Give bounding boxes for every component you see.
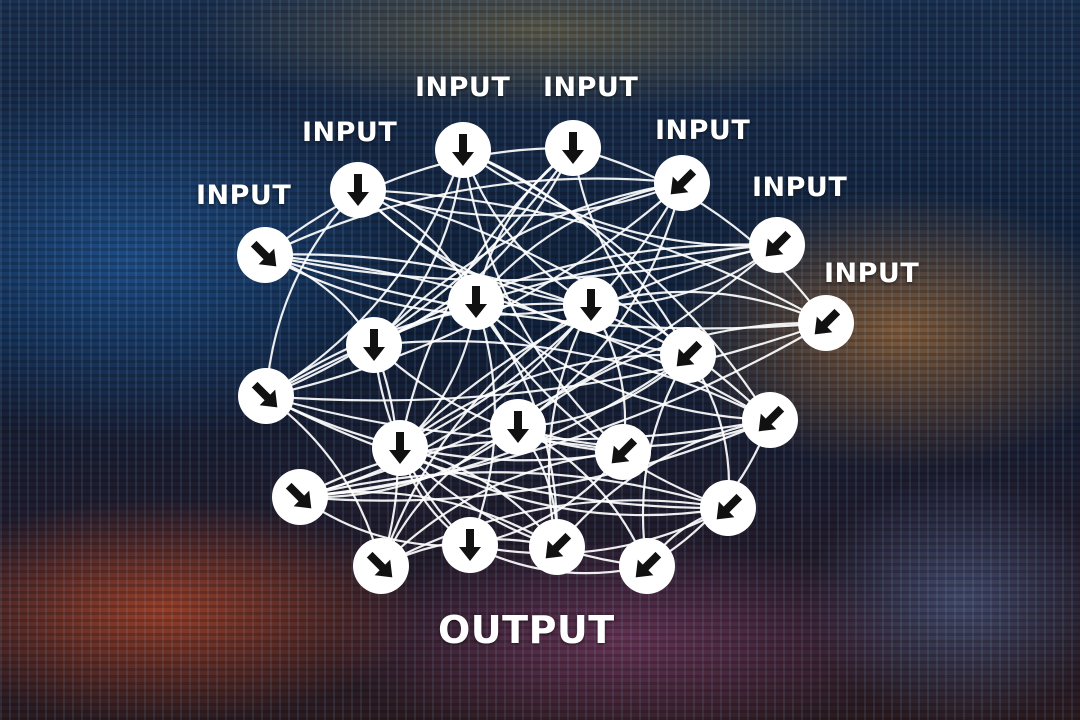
network-connection	[469, 507, 729, 555]
network-connection	[373, 243, 778, 346]
network-connection	[380, 499, 729, 567]
arrow-down-icon	[465, 286, 487, 318]
network-connection	[264, 177, 683, 256]
network-node	[237, 227, 293, 283]
network-connection	[264, 254, 592, 316]
arrow-down-icon	[459, 529, 481, 561]
arrow-down-icon	[250, 240, 277, 267]
network-connection	[399, 447, 729, 517]
network-node	[595, 424, 651, 480]
network-connection	[556, 418, 771, 548]
network-nodes	[237, 120, 854, 594]
network-node	[563, 277, 619, 333]
input-label: INPUT	[415, 72, 511, 103]
input-label: INPUT	[824, 258, 920, 289]
arrow-down-icon	[507, 411, 529, 443]
network-node	[272, 469, 328, 525]
network-connection	[373, 181, 683, 346]
arrow-down-icon	[716, 493, 743, 520]
arrow-down-icon	[251, 381, 278, 408]
arrow-down-icon	[611, 437, 638, 464]
network-node	[330, 162, 386, 218]
network-node	[660, 327, 716, 383]
network-node	[346, 317, 402, 373]
network-node	[545, 120, 601, 176]
output-label: OUTPUT	[438, 608, 615, 652]
arrow-down-icon	[635, 551, 662, 578]
arrow-down-icon	[366, 551, 393, 578]
network-connection	[357, 188, 827, 324]
network-connection	[299, 426, 519, 499]
input-label: INPUT	[752, 172, 848, 203]
network-node	[490, 399, 546, 455]
arrow-down-icon	[765, 230, 792, 257]
network-connection	[462, 149, 778, 247]
network-connection	[475, 301, 729, 510]
network-connection	[461, 149, 624, 453]
arrow-down-icon	[580, 289, 602, 321]
network-connection	[399, 182, 683, 449]
network-connection	[265, 395, 729, 510]
network-node	[798, 295, 854, 351]
network-connection	[265, 302, 592, 397]
arrow-down-icon	[545, 532, 572, 559]
network-node	[372, 420, 428, 476]
network-connection	[357, 189, 592, 307]
arrow-down-icon	[676, 340, 703, 367]
input-label: INPUT	[543, 72, 639, 103]
network-node	[654, 155, 710, 211]
network-connection	[357, 188, 771, 421]
arrow-down-icon	[347, 174, 369, 206]
arrow-down-icon	[814, 308, 841, 335]
network-connection	[265, 321, 827, 402]
network-node	[448, 274, 504, 330]
network-node	[442, 517, 498, 573]
network-connection	[264, 189, 359, 397]
arrow-down-icon	[670, 168, 697, 195]
network-connection	[475, 301, 771, 422]
network-connection	[264, 146, 574, 256]
arrow-down-icon	[452, 134, 474, 166]
arrow-down-icon	[285, 482, 312, 509]
network-node	[749, 217, 805, 273]
network-connection	[373, 340, 771, 421]
network-node	[619, 538, 675, 594]
network-connection	[399, 447, 648, 568]
network-connection	[299, 418, 771, 502]
network-connection	[265, 147, 574, 398]
network-connection	[475, 181, 683, 303]
network-connection	[571, 147, 689, 356]
network-connection	[265, 395, 624, 462]
network-connection	[299, 439, 624, 498]
network-connection	[373, 344, 624, 454]
network-connection	[299, 471, 729, 510]
input-label: INPUT	[655, 115, 751, 146]
network-connection	[517, 182, 684, 428]
arrow-down-icon	[363, 329, 385, 361]
input-label: INPUT	[302, 117, 398, 148]
network-connection	[373, 149, 465, 346]
network-connection	[572, 146, 827, 324]
network-node	[353, 538, 409, 594]
arrow-down-icon	[758, 405, 785, 432]
network-node	[435, 122, 491, 178]
network-connection	[299, 354, 689, 499]
network-connection	[462, 148, 689, 356]
network-node	[700, 480, 756, 536]
network-connection	[265, 243, 778, 397]
input-label: INPUT	[196, 180, 292, 211]
arrow-down-icon	[389, 432, 411, 464]
network-node	[238, 368, 294, 424]
network-connection	[379, 304, 592, 567]
network-connection	[590, 290, 827, 325]
network-node	[742, 392, 798, 448]
network-connection	[299, 322, 827, 499]
network-node	[529, 519, 585, 575]
arrow-down-icon	[562, 132, 584, 164]
